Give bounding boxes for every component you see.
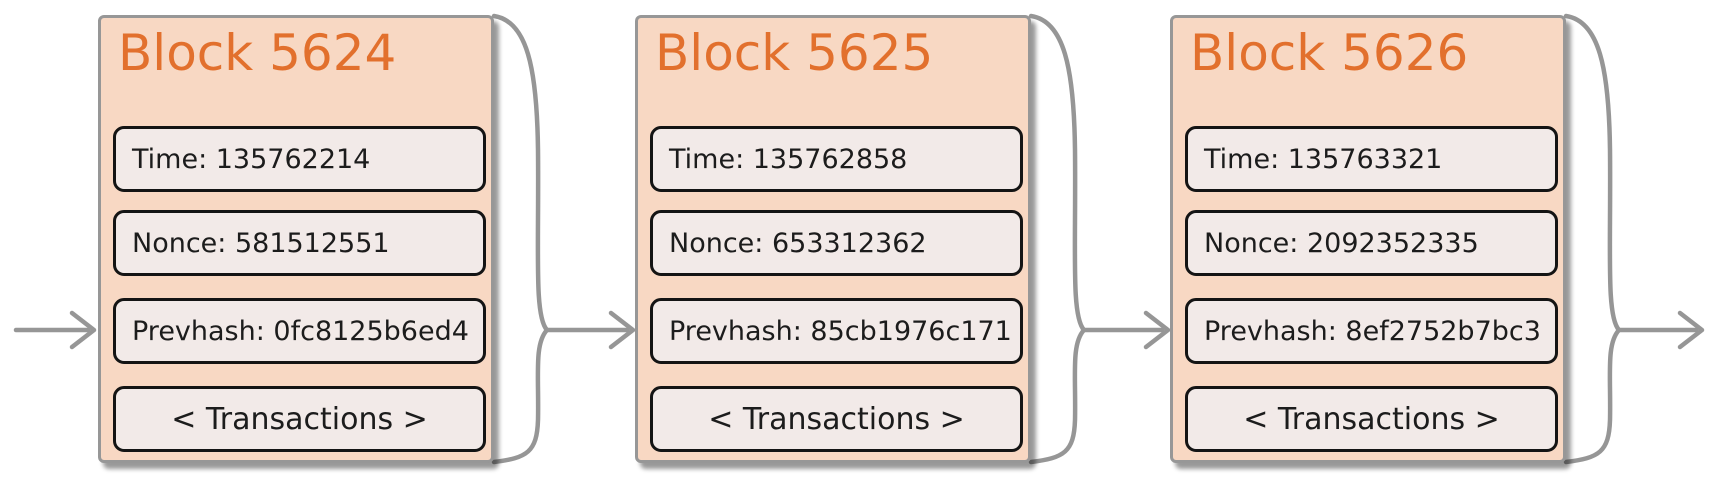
time-field: Time: 135762858 [650,126,1023,192]
block-title: Block 5625 [655,24,934,82]
time-field: Time: 135762214 [113,126,486,192]
prevhash-field: Prevhash: 0fc8125b6ed4 [113,298,486,364]
transactions-expander[interactable]: < Transactions > [1185,386,1558,452]
hash-brace-block-5626 [1563,13,1705,465]
block-card-5625: Block 5625 Time: 135762858 Nonce: 653312… [635,15,1031,463]
hash-brace-block-5625 [1028,13,1171,465]
nonce-field: Nonce: 2092352335 [1185,210,1558,276]
hash-brace-block-5624 [491,13,636,465]
block-title: Block 5626 [1190,24,1469,82]
block-title: Block 5624 [118,24,397,82]
block-card-5624: Block 5624 Time: 135762214 Nonce: 581512… [98,15,494,463]
prevhash-field: Prevhash: 8ef2752b7bc3 [1185,298,1558,364]
time-field: Time: 135763321 [1185,126,1558,192]
transactions-expander[interactable]: < Transactions > [650,386,1023,452]
prevhash-field: Prevhash: 85cb1976c171 [650,298,1023,364]
nonce-field: Nonce: 581512551 [113,210,486,276]
block-card-5626: Block 5626 Time: 135763321 Nonce: 209235… [1170,15,1566,463]
nonce-field: Nonce: 653312362 [650,210,1023,276]
transactions-expander[interactable]: < Transactions > [113,386,486,452]
incoming-arrow [13,310,97,350]
